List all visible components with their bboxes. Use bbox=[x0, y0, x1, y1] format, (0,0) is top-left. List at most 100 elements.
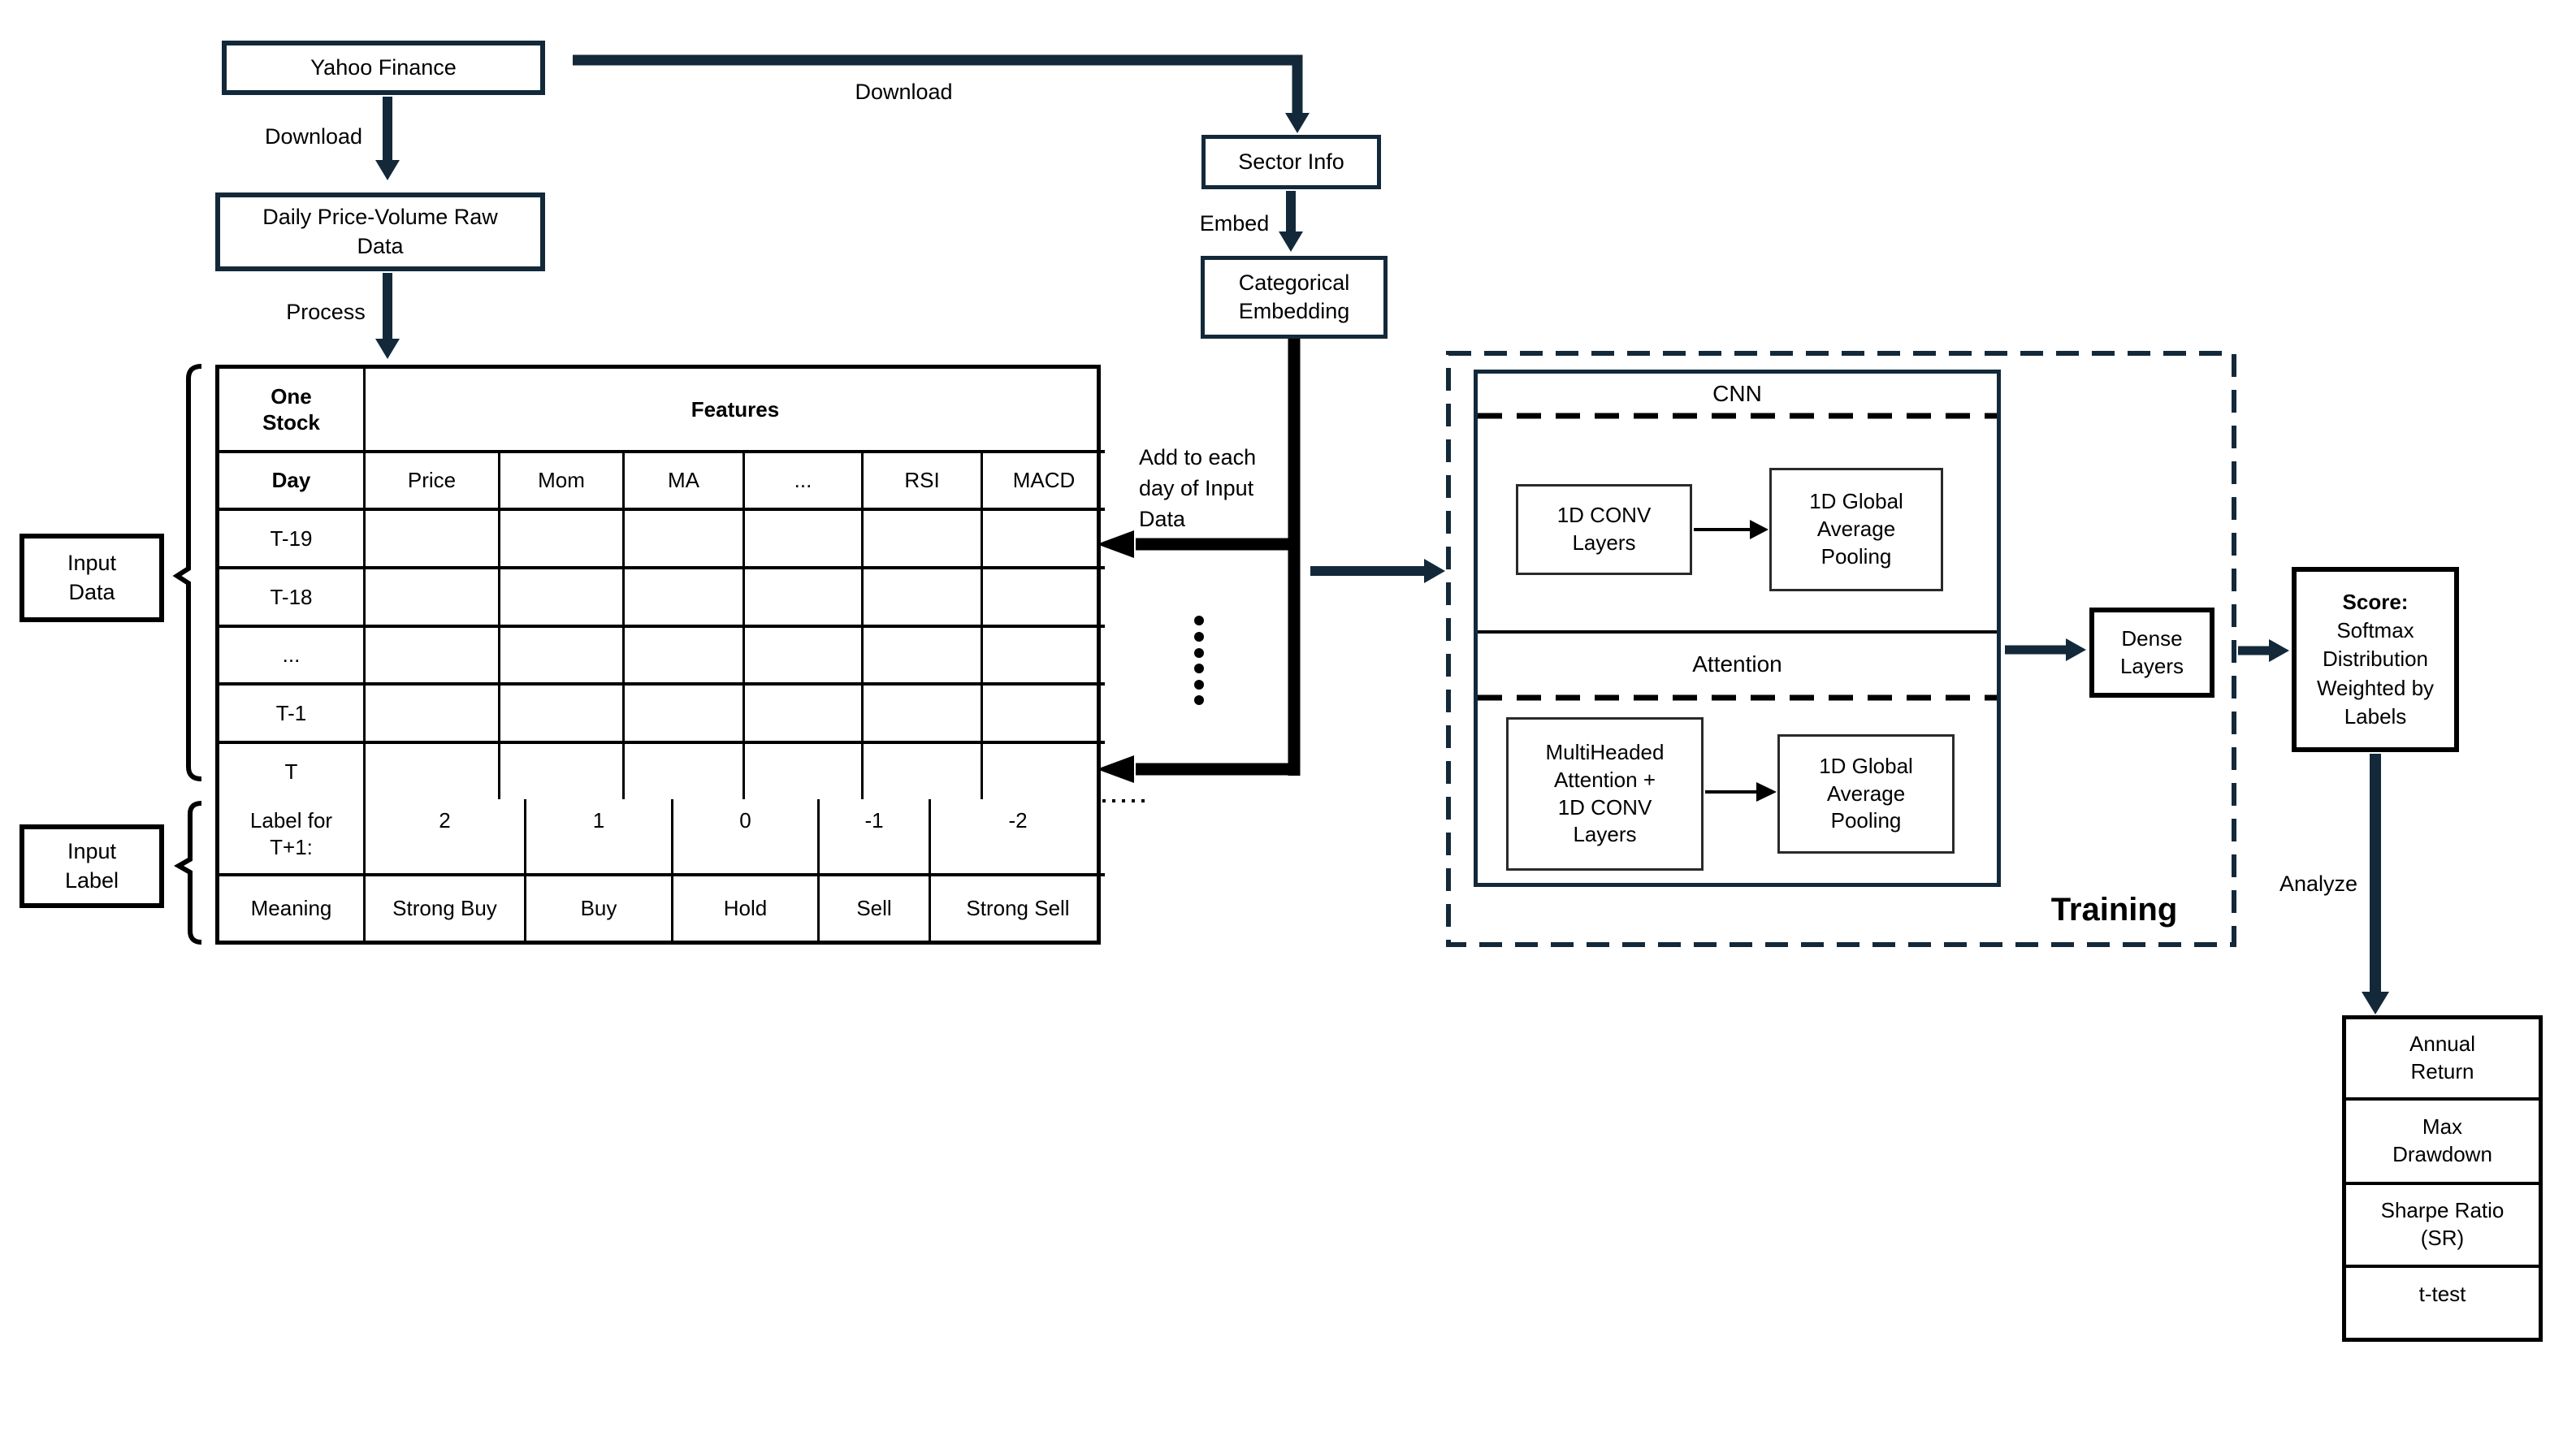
input-data-bracket bbox=[172, 364, 202, 781]
label-table: Label for T+1: 2 1 0 -1 -2 Meaning Stron… bbox=[215, 799, 1105, 945]
feature-col: MA bbox=[625, 453, 745, 511]
daily-raw-data-box: Daily Price-Volume Raw Data bbox=[215, 192, 545, 271]
attention-label: Attention bbox=[1692, 651, 1782, 677]
table-cell bbox=[983, 569, 1105, 628]
multiheaded-attention-label: MultiHeaded Attention + 1D CONV Layers bbox=[1545, 739, 1665, 847]
metric-annual-return: Annual Return bbox=[2346, 1019, 2539, 1101]
feature-col: Mom bbox=[500, 453, 625, 511]
table-cell bbox=[500, 628, 625, 686]
label-row-header: Label for T+1: bbox=[219, 799, 366, 876]
categorical-embedding-box: Categorical Embedding bbox=[1201, 256, 1388, 339]
label-value: -2 bbox=[931, 799, 1105, 876]
download-top-label: Download bbox=[855, 80, 953, 104]
day-row-label: T bbox=[219, 744, 366, 799]
feature-col: Price bbox=[366, 453, 500, 511]
training-label: Training bbox=[2050, 892, 2178, 928]
input-label-bracket bbox=[173, 801, 202, 945]
arrow-sector-to-categorical bbox=[1279, 191, 1303, 252]
arrow-mha-to-pooling bbox=[1705, 782, 1777, 802]
day-row-label: T-1 bbox=[219, 686, 366, 744]
table-cell bbox=[500, 686, 625, 744]
feature-table-corner: One Stock bbox=[219, 369, 366, 453]
score-title: Score: bbox=[2342, 590, 2409, 615]
metric-max-drawdown: Max Drawdown bbox=[2346, 1101, 2539, 1185]
global-pooling-top-label: 1D Global Average Pooling bbox=[1809, 489, 1903, 569]
download-left-label: Download bbox=[264, 124, 363, 149]
attention-section-title: Attention bbox=[1474, 640, 2001, 689]
meaning-value: Buy bbox=[526, 876, 673, 941]
table-cell bbox=[864, 628, 983, 686]
feature-col: MACD bbox=[983, 453, 1105, 511]
day-row-label: T-19 bbox=[219, 511, 366, 569]
conv-layers-box: 1D CONV Layers bbox=[1516, 484, 1692, 575]
table-cell bbox=[864, 511, 983, 569]
input-label-box: Input Label bbox=[19, 824, 164, 908]
day-row-label: T-18 bbox=[219, 569, 366, 628]
table-cell bbox=[983, 511, 1105, 569]
metric-t-test: t-test bbox=[2418, 1282, 2466, 1306]
sector-info-box: Sector Info bbox=[1201, 135, 1381, 189]
input-data-label: Input Data bbox=[67, 551, 117, 604]
table-cell bbox=[366, 686, 500, 744]
cnn-attention-box bbox=[1474, 370, 2001, 887]
multiheaded-attention-box: MultiHeaded Attention + 1D CONV Layers bbox=[1506, 717, 1704, 871]
arrow-to-score bbox=[2238, 639, 2289, 662]
table-cell bbox=[745, 569, 864, 628]
input-label-label: Input Label bbox=[64, 839, 119, 893]
embed-label: Embed bbox=[1199, 211, 1270, 236]
arrow-yahoo-to-sector bbox=[573, 54, 1310, 133]
input-data-box: Input Data bbox=[19, 534, 164, 622]
feature-col: RSI bbox=[864, 453, 983, 511]
arrow-conv-to-pooling bbox=[1694, 520, 1769, 539]
table-cell bbox=[625, 744, 745, 799]
table-cell bbox=[366, 744, 500, 799]
meaning-value: Hold bbox=[673, 876, 820, 941]
process-label: Process bbox=[286, 300, 366, 324]
table-cell bbox=[745, 744, 864, 799]
meaning-value: Sell bbox=[820, 876, 931, 941]
sector-info-label: Sector Info bbox=[1238, 149, 1344, 174]
table-cell bbox=[864, 686, 983, 744]
label-value: 1 bbox=[526, 799, 673, 876]
table-cell bbox=[625, 628, 745, 686]
meaning-value: Strong Sell bbox=[966, 896, 1070, 921]
dense-layers-box: Dense Layers bbox=[2089, 608, 2214, 698]
feature-table: One Stock Features Day Price Mom MA ... … bbox=[215, 365, 1105, 799]
day-row-label: ... bbox=[219, 628, 366, 686]
table-cell bbox=[745, 511, 864, 569]
global-pooling-bottom-box: 1D Global Average Pooling bbox=[1777, 734, 1955, 854]
table-cell bbox=[500, 511, 625, 569]
label-value: 0 bbox=[673, 799, 820, 876]
meaning-row-header: Meaning bbox=[219, 876, 366, 941]
add-to-each-day-note: Add to each day of Input Data bbox=[1139, 445, 1257, 531]
analyze-label: Analyze bbox=[2279, 872, 2357, 896]
daily-raw-data-label: Daily Price-Volume Raw Data bbox=[262, 205, 498, 258]
score-body: Softmax Distribution Weighted by Labels bbox=[2316, 618, 2435, 729]
score-box: Score: Softmax Distribution Weighted by … bbox=[2292, 567, 2459, 752]
meaning-value: Strong Buy bbox=[366, 876, 526, 941]
feature-table-features-header: Features bbox=[366, 369, 1105, 453]
yahoo-finance-box: Yahoo Finance bbox=[222, 41, 545, 95]
feature-table-day-header: Day bbox=[219, 453, 366, 511]
table-cell bbox=[983, 628, 1105, 686]
yahoo-finance-label: Yahoo Finance bbox=[310, 54, 457, 80]
table-cell bbox=[625, 511, 745, 569]
feature-col: ... bbox=[745, 453, 864, 511]
label-value: -1 bbox=[820, 799, 931, 876]
arrow-daily-to-table bbox=[375, 273, 400, 359]
metrics-table: Annual Return Max Drawdown Sharpe Ratio … bbox=[2342, 1015, 2543, 1342]
table-cell bbox=[625, 569, 745, 628]
table-cell bbox=[745, 628, 864, 686]
training-dashed-border bbox=[1446, 351, 2236, 947]
table-cell bbox=[983, 744, 1105, 799]
table-cell bbox=[864, 744, 983, 799]
cnn-section-title: CNN bbox=[1474, 374, 2001, 414]
arrow-to-dense bbox=[2005, 638, 2086, 661]
global-pooling-top-box: 1D Global Average Pooling bbox=[1769, 468, 1943, 591]
global-pooling-bottom-label: 1D Global Average Pooling bbox=[1819, 753, 1913, 833]
label-value: 2 bbox=[366, 799, 526, 876]
cnn-label: CNN bbox=[1712, 381, 1762, 406]
categorical-embedding-label: Categorical Embedding bbox=[1238, 270, 1350, 323]
